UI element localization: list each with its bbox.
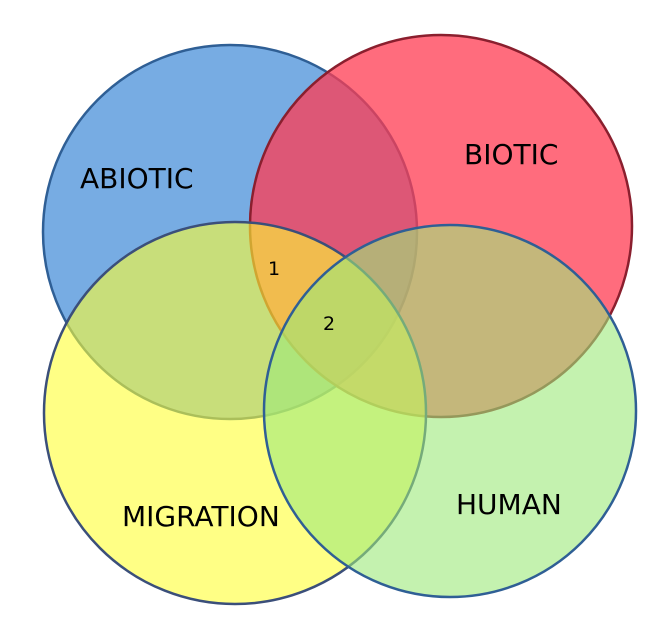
abiotic-label: ABIOTIC xyxy=(80,162,194,195)
human-label: HUMAN xyxy=(456,488,562,521)
region-label-2: 2 xyxy=(323,313,335,335)
migration-label: MIGRATION xyxy=(122,500,280,533)
region-label-1: 1 xyxy=(268,258,280,280)
human-circle xyxy=(262,223,638,599)
biotic-label: BIOTIC xyxy=(464,138,558,171)
